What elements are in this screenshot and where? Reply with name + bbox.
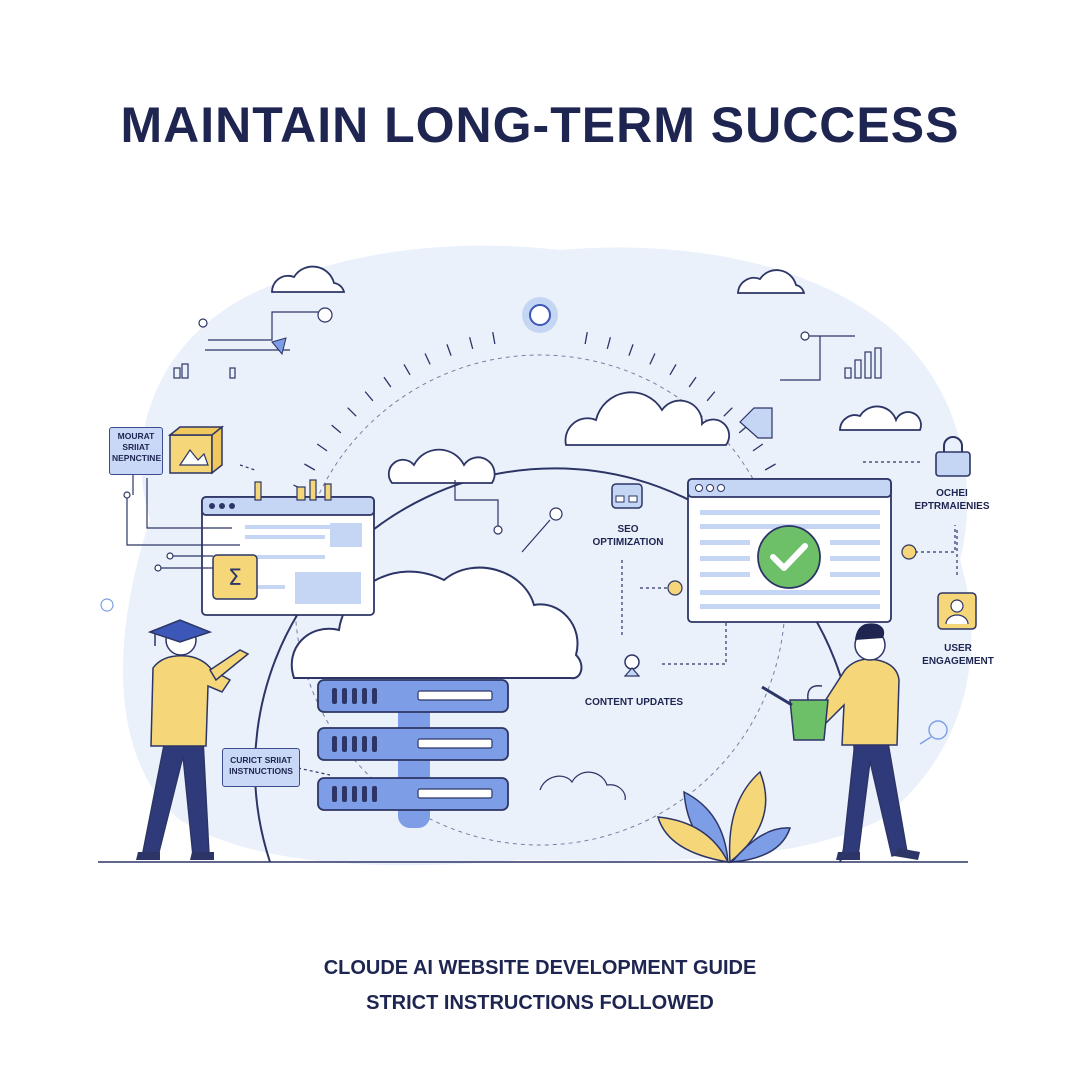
magnifier-icon [919, 720, 948, 745]
gauge-tick [468, 337, 474, 350]
cloud-icon [737, 269, 806, 294]
robot-icon [611, 483, 643, 509]
server-stack-icon [317, 679, 509, 811]
plant-illustration [656, 770, 792, 864]
gauge-tick [331, 424, 342, 434]
gauge-tick [492, 332, 496, 345]
gauge-tick [383, 376, 392, 388]
gauge-tick [764, 463, 776, 471]
gauge-tick [347, 407, 357, 417]
cloud-icon [387, 448, 496, 484]
cloud-icon [839, 405, 922, 431]
gauge-tick [584, 332, 588, 345]
left-browser-window-icon: Σ [201, 479, 375, 616]
gauge-tick [628, 344, 634, 356]
gauge-tick [752, 443, 764, 452]
rocket-icon [623, 654, 641, 677]
gauge-tick [304, 463, 316, 471]
gauge-tick [706, 391, 716, 402]
gauge-tick [446, 344, 452, 356]
lock-icon [935, 436, 971, 477]
gauge-tick [688, 376, 697, 388]
gauge-tick [649, 353, 656, 365]
gauge-tick [669, 364, 677, 376]
gauge-tick [723, 407, 733, 417]
gauge-tick [403, 364, 411, 376]
footer-guide-title: CLOUDE AI WEBSITE DEVELOPMENT GUIDE [323, 957, 757, 979]
gauge-tick [424, 353, 431, 365]
cloud-icon [271, 265, 346, 293]
user-avatar-icon [937, 592, 977, 630]
gauge-tick [364, 391, 374, 402]
cloud-icon [564, 391, 731, 446]
right-browser-window-icon [687, 478, 892, 623]
page-title: MAINTAIN LONG-TERM SUCCESS [120, 97, 960, 153]
svg-text:Σ: Σ [228, 566, 242, 591]
check-icon [757, 525, 821, 589]
gauge-tick [316, 443, 328, 452]
cube-icon [167, 425, 225, 475]
right-person-illustration [761, 623, 920, 860]
left-person-illustration [136, 619, 250, 860]
footer-subtitle: STRICT INSTRUCTIONS FOLLOWED [366, 992, 714, 1014]
gauge-tick [606, 337, 612, 350]
content-updates-label: CONTENT UPDATES [584, 697, 684, 708]
